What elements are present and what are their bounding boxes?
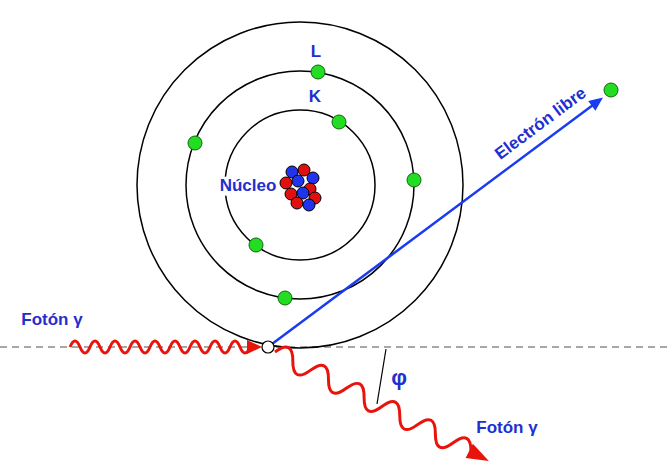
angle-marker [377,349,386,404]
angle-label: φ [389,366,409,390]
shell-label: L [309,43,323,62]
electron [278,291,292,305]
scattered-photon [270,343,493,470]
photon-label: Fotón γ [19,311,84,330]
shell-label: K [307,88,323,107]
nucleus-label: Núcleo [218,177,279,196]
electron-hole [262,341,274,353]
neutron [292,175,304,187]
arrowhead [466,444,493,468]
free-electron [604,83,618,97]
proton [280,177,292,189]
electron [249,238,263,252]
electrons [188,65,421,305]
incident-photon [70,341,250,353]
electron-path [272,105,593,344]
electron [407,173,421,187]
outer-orbit [137,22,463,348]
photon-label: Fotón γ [474,419,539,438]
arrowhead [247,340,262,354]
electron [311,65,325,79]
neutron [303,199,315,211]
photon-wave [270,343,475,461]
electron-label: Electrón libre [490,83,591,165]
arrowhead [588,98,603,111]
neutron [307,172,319,184]
electron [188,136,202,150]
electron [332,115,346,129]
nucleus [280,164,321,211]
proton [291,197,303,209]
